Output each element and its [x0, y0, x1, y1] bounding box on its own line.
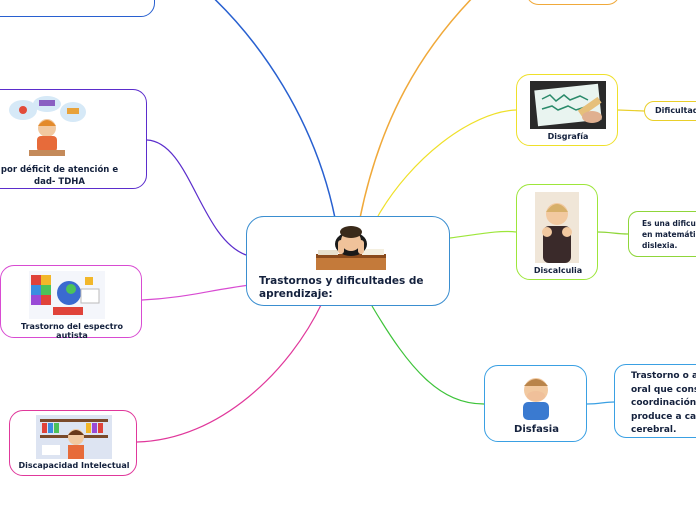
topic-tdha-node[interactable]: por déficit de atención e dad- TDHA — [0, 89, 147, 189]
topic-discalculia-node[interactable]: Discalculia — [516, 184, 598, 280]
child-counting-image — [535, 192, 579, 263]
topic-di-label: Discapacidad Intelectual — [18, 461, 130, 470]
detail-disgrafia-text: Dificultad — [655, 106, 696, 115]
detail-discalculia-node[interactable]: Es una dificul en matemátic dislexia. — [628, 211, 696, 257]
topic-di-node[interactable]: Discapacidad Intelectual — [9, 410, 137, 476]
link-di — [136, 302, 323, 443]
intellectual-disability-image — [36, 415, 112, 459]
topic-topright-node[interactable] — [526, 0, 620, 5]
topic-tdha-label: por déficit de atención e dad- TDHA — [0, 165, 119, 187]
link-detail-disgrafia — [617, 109, 645, 112]
topic-disgrafia-label: Disgrafía — [547, 132, 589, 141]
detail-disfasia-node[interactable]: Trastorno o a oral que cons coordinación… — [614, 364, 696, 438]
detail-disgrafia-node[interactable]: Dificultad — [644, 101, 696, 121]
central-topic-node[interactable]: Trastornos y dificultades de aprendizaje… — [246, 216, 450, 306]
child-covering-mouth-image — [509, 374, 563, 420]
link-disfasia — [371, 305, 485, 405]
link-topleft — [214, 0, 336, 219]
link-disgrafia — [377, 109, 517, 217]
central-topic-title: Trastornos y dificultades de aprendizaje… — [259, 275, 424, 300]
tdha-illustration-image — [7, 96, 87, 160]
topic-tea-node[interactable]: Trastorno del espectro autista — [0, 265, 142, 340]
topic-topleft-node[interactable] — [0, 0, 155, 17]
link-tdha — [146, 139, 247, 256]
topic-disfasia-label: Disfasia — [514, 424, 559, 435]
link-topright — [359, 0, 472, 219]
topic-tea-label: Trastorno del espectro autista — [21, 322, 123, 340]
detail-disfasia-text: Trastorno o a oral que cons coordinación… — [631, 371, 696, 435]
student-stressed-image — [312, 222, 390, 274]
detail-discalculia-text: Es una dificul en matemátic dislexia. — [642, 219, 696, 250]
link-detail-disfasia — [586, 401, 615, 405]
link-tea — [141, 284, 251, 301]
topic-discalculia-label: Discalculia — [533, 266, 583, 275]
link-discalculia — [449, 230, 517, 239]
autism-puzzle-image — [29, 271, 105, 319]
link-detail-discalculia — [597, 231, 629, 235]
topic-disgrafia-node[interactable]: Disgrafía — [516, 74, 618, 146]
handwriting-image — [530, 81, 606, 129]
topic-disfasia-node[interactable]: Disfasia — [484, 365, 587, 442]
